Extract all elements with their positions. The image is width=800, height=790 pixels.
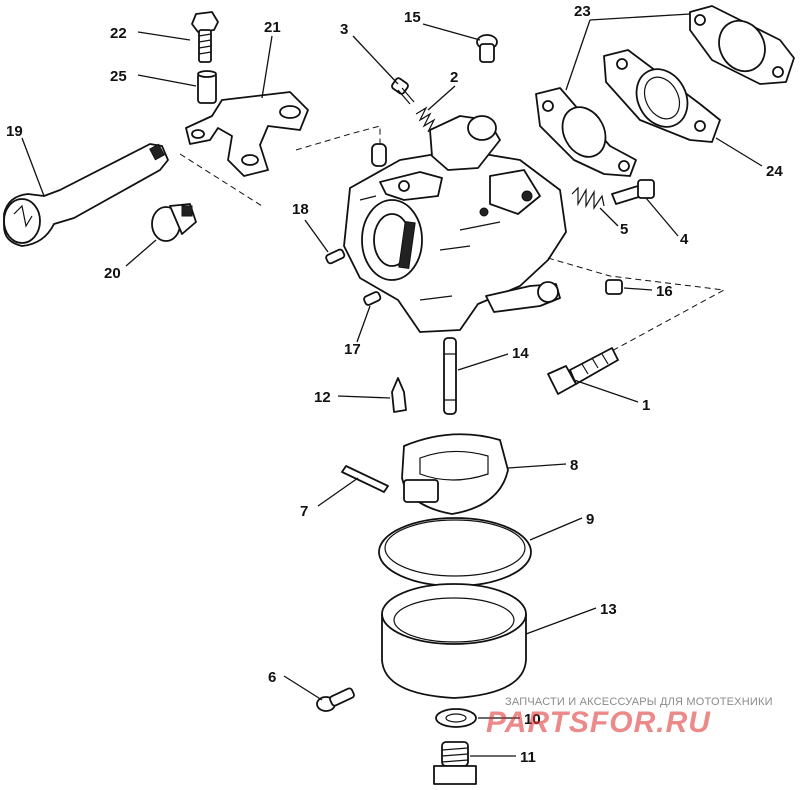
label-8: 8 xyxy=(570,457,578,474)
label-15: 15 xyxy=(404,9,421,26)
label-17: 17 xyxy=(344,341,361,358)
label-12: 12 xyxy=(314,389,331,406)
label-25: 25 xyxy=(110,68,127,85)
part-8-float xyxy=(401,433,509,515)
part-23-gasket xyxy=(535,87,637,177)
label-22: 22 xyxy=(110,25,127,42)
label-7: 7 xyxy=(300,503,308,520)
label-23: 23 xyxy=(574,3,591,20)
part-15-plug xyxy=(476,34,498,63)
label-14: 14 xyxy=(512,345,529,362)
part-21-bracket xyxy=(185,91,309,177)
part-23-gasket-rear xyxy=(689,5,795,85)
callout-labels: 22 25 21 3 2 15 23 24 19 20 18 5 4 16 17… xyxy=(6,3,783,766)
part-24-gasket xyxy=(603,49,721,143)
part-9-gasket-ring xyxy=(378,517,532,587)
label-11: 11 xyxy=(520,749,536,766)
label-4: 4 xyxy=(680,231,689,248)
part-10-washer xyxy=(435,708,477,728)
part-20-plug xyxy=(151,203,197,242)
label-18: 18 xyxy=(292,201,309,218)
part-22-bolt xyxy=(191,11,219,63)
part-3-screw xyxy=(391,77,415,105)
part-14-nozzle xyxy=(443,337,457,415)
label-13: 13 xyxy=(600,601,617,618)
leader-lines xyxy=(21,13,763,757)
label-24: 24 xyxy=(766,163,783,180)
part-16-plug xyxy=(605,279,623,295)
label-6: 6 xyxy=(268,669,276,686)
part-1-bolt xyxy=(547,347,619,395)
part-13-float-bowl xyxy=(381,583,527,699)
part-4-screw xyxy=(611,179,655,205)
label-19: 19 xyxy=(6,123,23,140)
label-16: 16 xyxy=(656,283,673,300)
part-7-pin xyxy=(341,465,389,493)
label-10: 10 xyxy=(524,711,541,728)
label-9: 9 xyxy=(586,511,594,528)
part-12-needle-valve xyxy=(391,377,407,413)
label-2: 2 xyxy=(450,69,458,86)
carburetor-body xyxy=(343,115,567,333)
label-1: 1 xyxy=(642,397,650,414)
watermark-tagline: ЗАПЧАСТИ И АКСЕССУАРЫ ДЛЯ МОТОТЕХНИКИ xyxy=(505,696,773,708)
part-2-spring xyxy=(415,106,436,133)
label-20: 20 xyxy=(104,265,121,282)
label-5: 5 xyxy=(620,221,628,238)
part-5-spring xyxy=(571,186,605,210)
label-3: 3 xyxy=(340,21,348,38)
part-6-screw xyxy=(316,687,355,712)
part-11-drain-plug xyxy=(433,741,477,785)
part-18-screw xyxy=(325,248,346,265)
part-25-sleeve xyxy=(197,70,217,104)
part-17-screw xyxy=(363,291,382,306)
part-19-choke-handle xyxy=(3,143,169,247)
label-21: 21 xyxy=(264,19,281,36)
watermark-brand: PARTSFOR.RU xyxy=(486,706,711,739)
